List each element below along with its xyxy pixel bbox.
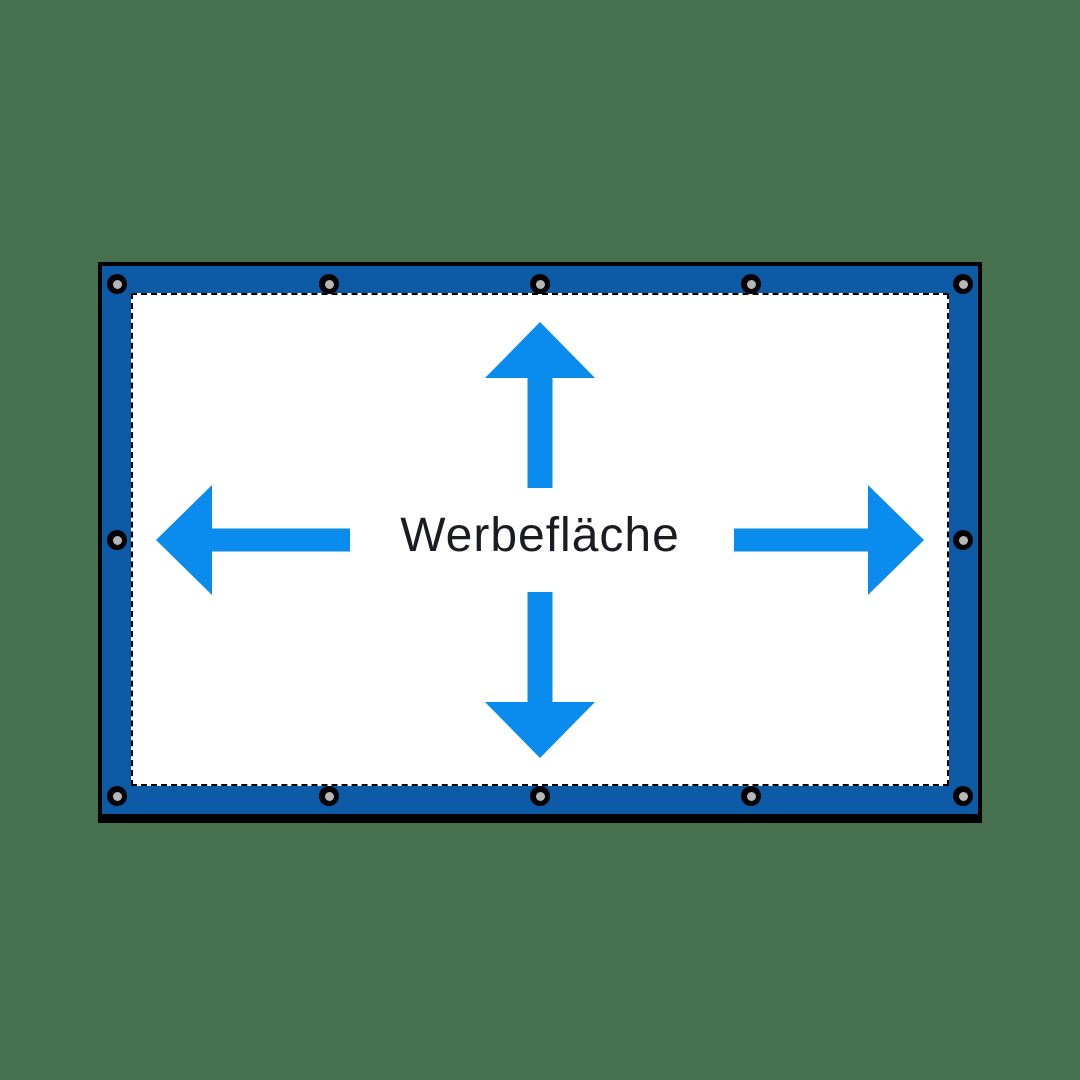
grommet-icon	[107, 274, 127, 294]
banner-label: Werbefläche	[400, 508, 680, 562]
banner-mockup: Werbefläche	[98, 262, 982, 818]
grommet-icon	[741, 274, 761, 294]
print-area: Werbefläche	[131, 293, 949, 786]
grommet-icon	[953, 274, 973, 294]
grommet-icon	[319, 274, 339, 294]
grommet-icon	[319, 786, 339, 806]
grommet-icon	[107, 786, 127, 806]
grommet-icon	[530, 274, 550, 294]
grommet-icon	[741, 786, 761, 806]
grommet-icon	[107, 530, 127, 550]
grommet-icon	[530, 786, 550, 806]
grommet-icon	[953, 530, 973, 550]
grommet-icon	[953, 786, 973, 806]
